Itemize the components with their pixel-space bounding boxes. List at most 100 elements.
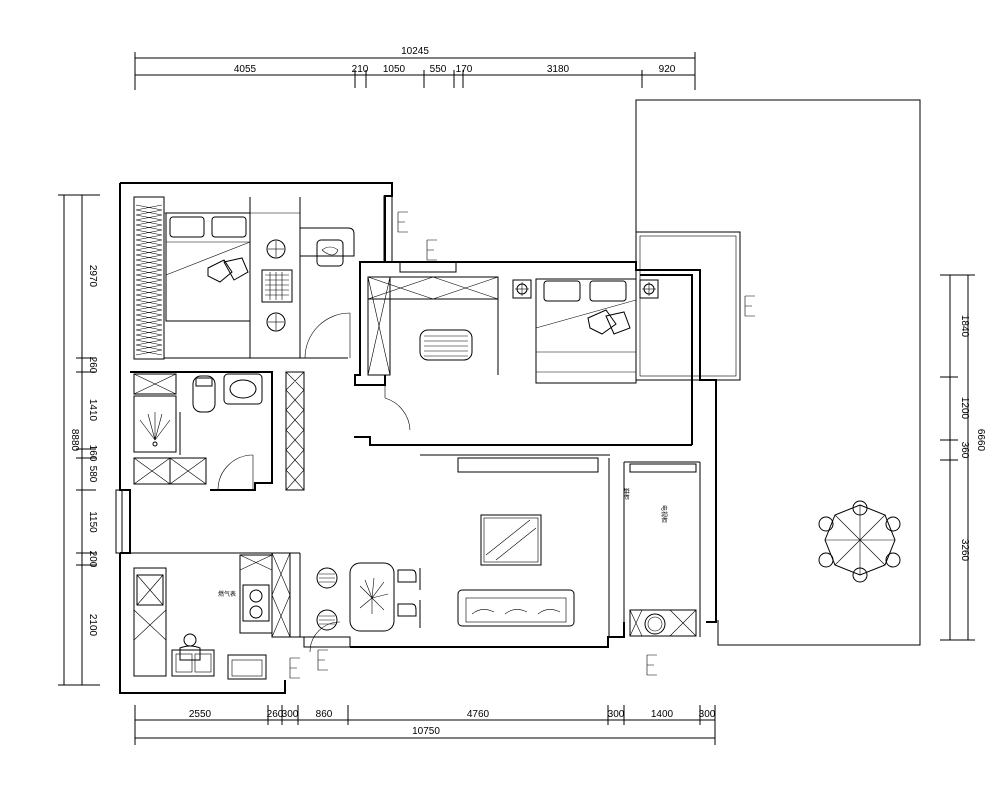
- right-dim-4: 3260: [959, 539, 970, 562]
- top-dim-4: 550: [430, 64, 447, 75]
- stool-icon: [266, 312, 286, 332]
- stool-icon: [266, 239, 286, 259]
- window: [303, 636, 351, 648]
- person-icon: [179, 633, 201, 661]
- toilet-tank: [195, 377, 213, 387]
- bottom-dim-6: 300: [608, 709, 625, 720]
- bottom-dim-8: 300: [699, 709, 716, 720]
- sink-icon: [171, 649, 215, 677]
- shoe-cabinet: [271, 552, 291, 638]
- shower-area: [133, 395, 177, 453]
- bottom-dim-2: 260: [267, 709, 284, 720]
- right-dim-1: 1840: [959, 315, 970, 338]
- left-dim-3: 1410: [87, 399, 98, 422]
- plant-icon: [359, 577, 389, 614]
- bottom-dim-1: 2550: [189, 709, 212, 720]
- window: [115, 489, 123, 554]
- elevation-markers: [289, 211, 755, 679]
- right-dim-2: 1200: [959, 397, 970, 420]
- pillow-icon: [211, 216, 247, 238]
- window: [383, 195, 393, 263]
- tv-cabinet: [457, 457, 599, 473]
- hall-storage: [285, 371, 305, 491]
- bar-stool-icon: [316, 609, 338, 631]
- nightstand-lamp-icon: [512, 279, 532, 299]
- cushion-icon: [207, 259, 233, 283]
- storage-cabinet: [285, 371, 305, 491]
- bedroom-top-left: [133, 195, 393, 360]
- right-dimensions: 1840 1200 360 3260 6660: [940, 274, 986, 641]
- right-dim-3: 360: [959, 442, 970, 459]
- elevation-marker-icon: [744, 295, 755, 317]
- cushion-icon: [223, 257, 249, 281]
- washbasin-icon: [223, 373, 263, 405]
- left-dim-5: 580: [87, 466, 98, 483]
- pillow-icon: [589, 280, 627, 302]
- left-total-dim: 8880: [69, 429, 80, 452]
- stove-icon: [242, 584, 270, 622]
- wardrobe: [133, 196, 165, 360]
- right-total-dim: 6660: [975, 429, 986, 452]
- elevation-marker-icon: [397, 211, 408, 233]
- elevation-marker-icon: [289, 657, 300, 679]
- balcony-cabinet: [629, 609, 697, 637]
- desk-icon: [261, 269, 293, 303]
- shower-shelf: [133, 373, 177, 395]
- left-dim-7: 200: [87, 551, 98, 568]
- dishwasher-icon: [227, 654, 267, 680]
- bottom-dim-3: 300: [282, 709, 299, 720]
- elevation-marker-icon: [426, 239, 437, 261]
- kitchen-counter-right: [239, 554, 273, 634]
- balcony-railing: [629, 463, 697, 473]
- living-room: 鞋柜 电视柜: [271, 454, 668, 638]
- top-dim-3: 1050: [383, 64, 406, 75]
- bottom-dim-7: 1400: [651, 709, 674, 720]
- pillow-icon: [169, 216, 205, 238]
- top-dim-6: 3180: [547, 64, 570, 75]
- coffee-table-icon: [480, 514, 542, 566]
- wardrobe-hangers-icon: [135, 204, 163, 356]
- dining-table: [349, 562, 395, 632]
- left-dimensions: 2970 260 1410 160 580 1150 200 2100 8880: [58, 194, 100, 686]
- left-dim-8: 2100: [87, 614, 98, 637]
- bottom-total-dim: 10750: [412, 726, 440, 737]
- left-dim-2: 260: [87, 357, 98, 374]
- nightstand-lamp-icon: [639, 279, 659, 299]
- window: [399, 261, 457, 273]
- cushion-icon: [587, 309, 617, 335]
- top-dim-2: 210: [352, 64, 369, 75]
- chair-icon: [397, 569, 417, 583]
- elevation-marker-icon: [646, 654, 657, 676]
- top-dimensions: 10245 4055 210 1050 550 170 3180 920: [134, 46, 696, 90]
- kitchen-counter-left: [133, 567, 167, 677]
- bottom-dim-5: 4760: [467, 709, 490, 720]
- elevation-marker-icon: [317, 649, 328, 671]
- umbrella-table-icon: [818, 500, 901, 583]
- top-dim-7: 920: [659, 64, 676, 75]
- double-bed: [165, 212, 251, 322]
- terrace: [635, 99, 921, 646]
- armchair-icon: [316, 239, 344, 267]
- cushion-icon: [605, 311, 631, 335]
- fridge-icon: [136, 574, 164, 606]
- top-dim-1: 4055: [234, 64, 257, 75]
- hall-label: 鞋柜: [622, 488, 630, 500]
- bedroom-top-right: [367, 276, 659, 431]
- top-dim-5: 170: [456, 64, 473, 75]
- kitchen: 燃气表: [130, 552, 273, 680]
- washing-machine-icon: [644, 613, 666, 635]
- desk-corner: [300, 227, 355, 257]
- kitchen-label: 燃气表: [218, 590, 236, 598]
- balcony: [623, 461, 701, 637]
- sofa-icon: [457, 589, 575, 627]
- exterior-walls: [119, 182, 717, 694]
- toilet-icon: [192, 375, 216, 413]
- left-dim-1: 2970: [87, 265, 98, 288]
- terrace-planter: [635, 231, 741, 381]
- pillow-icon: [543, 280, 581, 302]
- chair-icon: [397, 603, 417, 617]
- bar-stool-icon: [316, 567, 338, 589]
- tv-cabinet-label: 电视柜: [660, 505, 668, 523]
- double-bed: [535, 278, 637, 384]
